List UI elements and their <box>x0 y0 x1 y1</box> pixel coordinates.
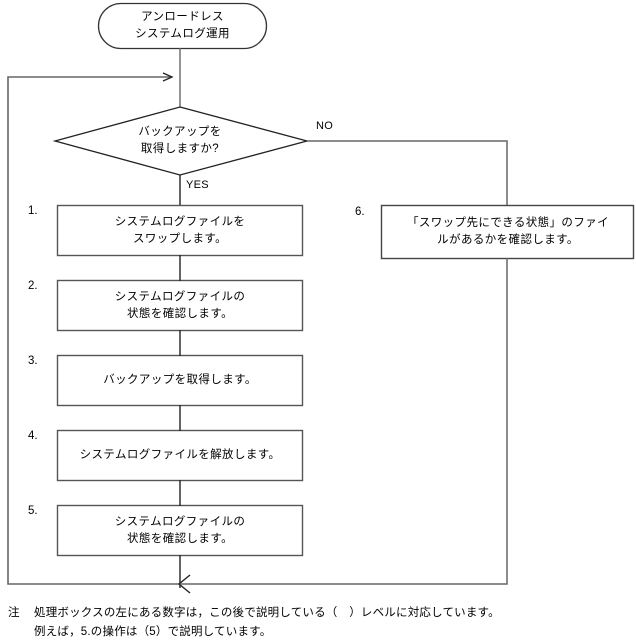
step-number-6: 6. <box>355 206 365 218</box>
step-box-5-shape <box>56 504 304 557</box>
step-box-2-shape <box>56 279 304 332</box>
start-terminator-shape <box>97 2 268 50</box>
connector-loopback-left <box>7 72 180 585</box>
step-number-5: 5. <box>28 505 38 517</box>
footnote: 注 処理ボックスの左にある数字は，この後で説明している（ ）レベルに対応していま… <box>8 604 628 642</box>
edge-label-yes: YES <box>186 179 209 191</box>
step-box-4-shape <box>56 429 304 482</box>
footnote-marker: 注 <box>8 607 20 619</box>
step-number-1: 1. <box>28 205 38 217</box>
step-number-4: 4. <box>28 430 38 442</box>
step-box-3-shape <box>56 354 304 407</box>
decision-diamond-shape <box>52 106 310 176</box>
step-box-1-shape <box>56 204 304 257</box>
step-number-2: 2. <box>28 280 38 292</box>
footnote-text: 処理ボックスの左にある数字は，この後で説明している（ ）レベルに対応しています。… <box>34 607 500 638</box>
step-number-3: 3. <box>28 355 38 367</box>
edge-label-no: NO <box>316 120 334 132</box>
connector-no-to-step6 <box>307 140 508 205</box>
connector-step6-to-bottom-rail <box>180 258 508 585</box>
step-box-6-shape <box>380 204 635 260</box>
arrowhead-bottom-rail <box>177 574 191 594</box>
